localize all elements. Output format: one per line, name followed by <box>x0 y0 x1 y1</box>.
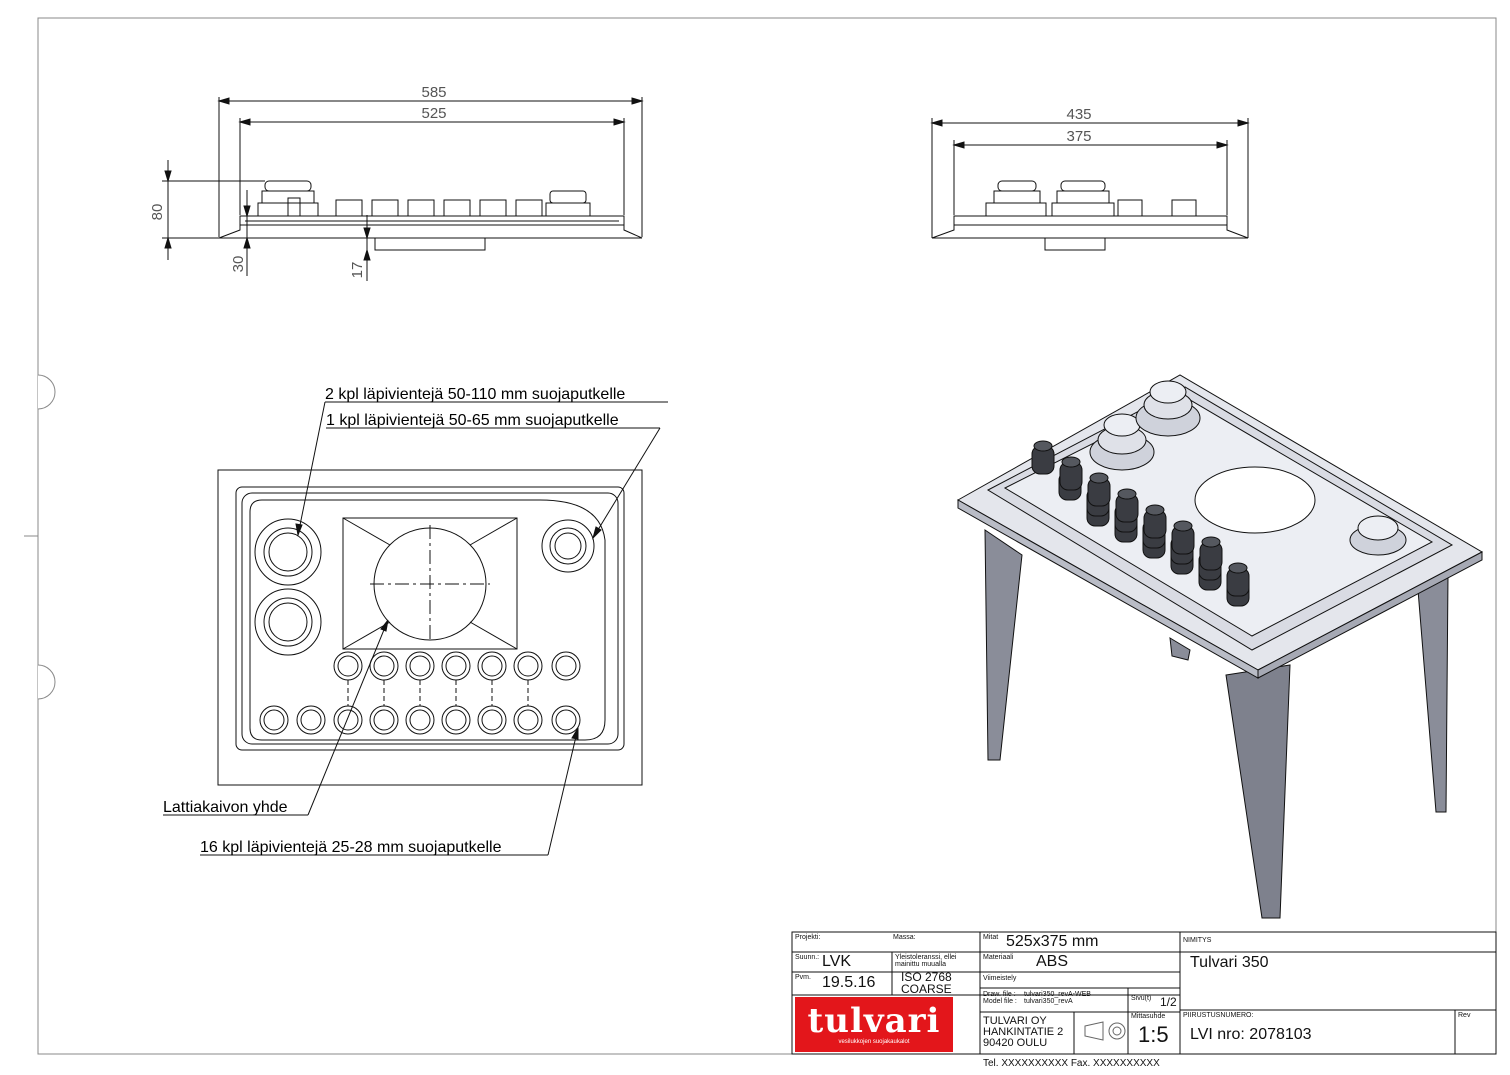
front-dim-flange: 30 <box>230 256 247 273</box>
punch-notch-bottom <box>37 664 56 700</box>
suunn-label: Suunn.: <box>795 954 820 961</box>
pvm-value: 19.5.16 <box>822 974 876 991</box>
pvm-label: Pvm. <box>795 974 811 981</box>
callout-small-pipes: 16 kpl läpivientejä 25-28 mm suojaputkel… <box>200 839 502 856</box>
model-file-label: Model file : <box>983 998 1017 1005</box>
top-view <box>217 469 643 786</box>
iso-drain-hole <box>1194 466 1316 534</box>
small-boss <box>551 651 581 681</box>
mitat-value: 525x375 mm <box>1006 933 1099 950</box>
nimitys-label: NIMITYS <box>1183 937 1212 944</box>
front-view <box>162 97 644 281</box>
massa-label: Massa: <box>893 934 916 941</box>
callout-medium-pipe: 1 kpl läpivientejä 50-65 mm suojaputkell… <box>326 412 619 429</box>
company-line3: 90420 OULU <box>983 1037 1048 1049</box>
materiaali-label: Materiaali <box>983 954 1014 961</box>
suunn-value: LVK <box>822 953 852 970</box>
side-dim-overall: 435 <box>1066 106 1091 123</box>
mitat-label: Mitat <box>983 934 999 941</box>
front-dim-drain: 17 <box>349 262 366 279</box>
side-dim-inner: 375 <box>1066 128 1091 145</box>
nimitys-value: Tulvari 350 <box>1190 954 1269 971</box>
front-dim-inner: 525 <box>421 105 446 122</box>
draw-file-value: tulvari350_revA-WEB <box>1024 991 1091 998</box>
sivu-value: 1/2 <box>1160 995 1177 1009</box>
draw-file-label: Draw. file : <box>983 991 1016 998</box>
small-boss <box>259 705 289 735</box>
isometric-view <box>956 374 1484 919</box>
tolerance-label: Yleistoleranssi, ellei mainittu muualla <box>895 954 957 968</box>
iso-leg-right <box>1417 574 1449 813</box>
viimeistely-label: Viimeistely <box>983 975 1017 982</box>
company-line2: HANKINTATIE 2 <box>983 1026 1064 1038</box>
side-view <box>930 118 1250 251</box>
callout-large-pipes: 2 kpl läpivientejä 50-110 mm suojaputkel… <box>325 386 625 403</box>
iso-leg-back <box>1169 637 1191 661</box>
company-logo: tulvari vesilukkojen suojakaukalot <box>795 997 953 1052</box>
company-line1: TULVARI OY <box>983 1015 1047 1027</box>
small-boss <box>551 705 581 735</box>
sivu-label: Sivu(t) <box>1131 995 1152 1002</box>
callout-floor-drain: Lattiakaivon yhde <box>163 799 288 816</box>
iso-small-bosses <box>1031 440 1250 607</box>
small-pipe-bosses <box>259 651 581 735</box>
tolerance-value-2: COARSE <box>901 982 952 996</box>
front-dim-overall: 585 <box>421 84 446 101</box>
piirustusnumero-label: PIIRUSTUSNUMERO: <box>1183 1012 1254 1019</box>
projection-symbol-icon <box>1084 1021 1126 1041</box>
logo-wordmark: tulvari <box>807 1001 941 1041</box>
mittasuhde-label: Mittasuhde <box>1131 1013 1166 1020</box>
iso-leg-left <box>984 529 1023 761</box>
front-dim-height: 80 <box>149 204 166 221</box>
punch-notch-top <box>37 374 56 410</box>
small-boss <box>296 705 326 735</box>
materiaali-value: ABS <box>1036 953 1069 970</box>
logo-tagline: vesilukkojen suojakaukalot <box>838 1039 910 1045</box>
model-file-value: tulvari350_revA <box>1024 998 1073 1005</box>
contact-line: Tel. XXXXXXXXXX Fax. XXXXXXXXXX <box>983 1058 1160 1069</box>
rev-label: Rev <box>1458 1012 1471 1019</box>
tolerance-value-1: ISO 2768 <box>901 970 952 984</box>
projekti-label: Projekti: <box>795 934 821 941</box>
mittasuhde-value: 1:5 <box>1138 1022 1169 1047</box>
title-block-frame <box>791 931 1497 1055</box>
piirustusnumero-value: LVI nro: 2078103 <box>1190 1026 1312 1043</box>
iso-leg-front <box>1225 664 1291 919</box>
callout-leaders <box>163 401 668 856</box>
